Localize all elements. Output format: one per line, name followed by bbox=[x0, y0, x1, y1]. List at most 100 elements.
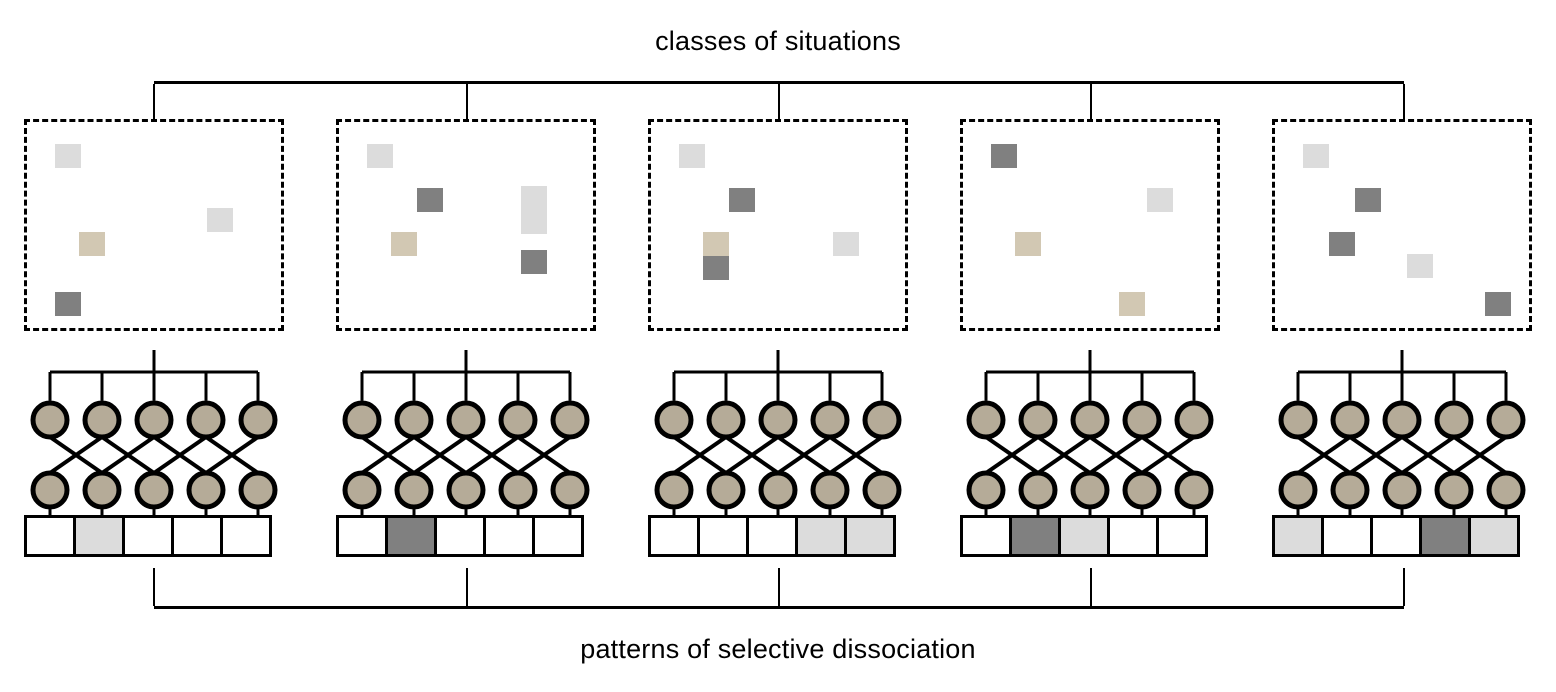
network-node-l2-5[interactable] bbox=[550, 470, 590, 510]
dissociation-pattern-cell[interactable] bbox=[220, 515, 272, 557]
dissociation-pattern-strip-3 bbox=[648, 515, 896, 557]
network-node-l1-3[interactable] bbox=[758, 400, 798, 440]
network-node-l1-1[interactable] bbox=[654, 400, 694, 440]
dissociation-pattern-cell[interactable] bbox=[1419, 515, 1471, 557]
network-node-l1-2[interactable] bbox=[706, 400, 746, 440]
dissociation-pattern-cell[interactable] bbox=[336, 515, 388, 557]
network-node-l1-1[interactable] bbox=[342, 400, 382, 440]
network-edge bbox=[1036, 435, 1092, 475]
dissociation-pattern-strip-1 bbox=[24, 515, 272, 557]
network-node-l2-2[interactable] bbox=[1330, 470, 1370, 510]
situation-panel-1 bbox=[24, 119, 284, 331]
situation-feature-square bbox=[1015, 232, 1041, 256]
dissociation-pattern-cell[interactable] bbox=[1156, 515, 1208, 557]
network-node-l1-4[interactable] bbox=[186, 400, 226, 440]
dissociation-pattern-cell[interactable] bbox=[1468, 515, 1520, 557]
network-node-l1-5[interactable] bbox=[550, 400, 590, 440]
network-node-l2-4[interactable] bbox=[1434, 470, 1474, 510]
dissociation-pattern-cell[interactable] bbox=[1107, 515, 1159, 557]
network-node-l1-3[interactable] bbox=[1382, 400, 1422, 440]
network-node-l1-3[interactable] bbox=[1070, 400, 1110, 440]
dissociation-pattern-cell[interactable] bbox=[434, 515, 486, 557]
dissociation-pattern-strip-4 bbox=[960, 515, 1208, 557]
network-node-l2-1[interactable] bbox=[654, 470, 694, 510]
network-node-l2-3[interactable] bbox=[1382, 470, 1422, 510]
network-node-l2-3[interactable] bbox=[134, 470, 174, 510]
dissociation-network-1 bbox=[30, 350, 278, 515]
dissociation-pattern-cell[interactable] bbox=[1009, 515, 1061, 557]
network-node-l2-2[interactable] bbox=[82, 470, 122, 510]
situation-feature-square bbox=[833, 232, 859, 256]
dissociation-pattern-cell[interactable] bbox=[1321, 515, 1373, 557]
network-node-l2-5[interactable] bbox=[862, 470, 902, 510]
patterns-of-selective-dissociation-bracket-bar bbox=[154, 606, 1404, 609]
network-node-l2-3[interactable] bbox=[1070, 470, 1110, 510]
network-node-l1-4[interactable] bbox=[1434, 400, 1474, 440]
network-node-l1-4[interactable] bbox=[810, 400, 850, 440]
network-node-l2-1[interactable] bbox=[342, 470, 382, 510]
dissociation-pattern-cell[interactable] bbox=[1058, 515, 1110, 557]
network-node-l1-2[interactable] bbox=[394, 400, 434, 440]
network-node-l2-2[interactable] bbox=[706, 470, 746, 510]
network-node-l2-5[interactable] bbox=[238, 470, 278, 510]
network-node-l1-5[interactable] bbox=[1174, 400, 1214, 440]
dissociation-pattern-cell[interactable] bbox=[960, 515, 1012, 557]
dissociation-pattern-cell[interactable] bbox=[1370, 515, 1422, 557]
patterns-of-selective-dissociation-bracket-tick-1 bbox=[153, 568, 155, 606]
network-edge bbox=[412, 435, 468, 475]
network-node-l2-4[interactable] bbox=[186, 470, 226, 510]
network-edge bbox=[204, 435, 260, 475]
dissociation-pattern-cell[interactable] bbox=[746, 515, 798, 557]
dissociation-pattern-cell[interactable] bbox=[697, 515, 749, 557]
network-node-l2-1[interactable] bbox=[1278, 470, 1318, 510]
dissociation-pattern-cell[interactable] bbox=[1272, 515, 1324, 557]
network-node-l1-1[interactable] bbox=[1278, 400, 1318, 440]
network-node-l2-4[interactable] bbox=[498, 470, 538, 510]
network-node-l2-1[interactable] bbox=[30, 470, 70, 510]
classes-of-situations-bracket-tick-3 bbox=[778, 84, 780, 122]
network-node-l1-3[interactable] bbox=[446, 400, 486, 440]
network-node-l2-2[interactable] bbox=[394, 470, 434, 510]
network-node-l2-5[interactable] bbox=[1174, 470, 1214, 510]
network-node-l1-1[interactable] bbox=[966, 400, 1006, 440]
network-edge bbox=[776, 435, 832, 475]
network-node-l1-4[interactable] bbox=[1122, 400, 1162, 440]
situation-feature-square bbox=[1303, 144, 1329, 168]
network-node-l2-4[interactable] bbox=[1122, 470, 1162, 510]
network-node-l2-5[interactable] bbox=[1486, 470, 1526, 510]
dissociation-pattern-cell[interactable] bbox=[122, 515, 174, 557]
network-node-l2-3[interactable] bbox=[446, 470, 486, 510]
classes-of-situations-bracket-tick-4 bbox=[1090, 84, 1092, 122]
page-title-classes-of-situations: classes of situations bbox=[655, 26, 901, 56]
network-group-4 bbox=[960, 350, 1220, 515]
network-edge bbox=[1140, 435, 1196, 475]
dissociation-pattern-cell[interactable] bbox=[73, 515, 125, 557]
dissociation-pattern-cell[interactable] bbox=[532, 515, 584, 557]
dissociation-pattern-cell[interactable] bbox=[483, 515, 535, 557]
classes-of-situations-bracket-tick-5 bbox=[1403, 84, 1405, 122]
dissociation-pattern-cell[interactable] bbox=[648, 515, 700, 557]
network-node-l1-4[interactable] bbox=[498, 400, 538, 440]
network-node-l1-5[interactable] bbox=[1486, 400, 1526, 440]
network-node-l1-2[interactable] bbox=[1330, 400, 1370, 440]
dissociation-pattern-cell[interactable] bbox=[795, 515, 847, 557]
situation-feature-square bbox=[1329, 232, 1355, 256]
dissociation-pattern-cell[interactable] bbox=[24, 515, 76, 557]
dissociation-pattern-cell[interactable] bbox=[171, 515, 223, 557]
network-node-l1-1[interactable] bbox=[30, 400, 70, 440]
network-edge bbox=[1452, 435, 1508, 475]
network-node-l2-1[interactable] bbox=[966, 470, 1006, 510]
dissociation-pattern-cell[interactable] bbox=[844, 515, 896, 557]
dissociation-network-4 bbox=[966, 350, 1214, 515]
network-node-l1-2[interactable] bbox=[82, 400, 122, 440]
network-node-l2-3[interactable] bbox=[758, 470, 798, 510]
network-node-l1-5[interactable] bbox=[862, 400, 902, 440]
dissociation-pattern-cell[interactable] bbox=[385, 515, 437, 557]
network-node-l1-5[interactable] bbox=[238, 400, 278, 440]
network-node-l2-4[interactable] bbox=[810, 470, 850, 510]
network-node-l1-3[interactable] bbox=[134, 400, 174, 440]
network-node-l2-2[interactable] bbox=[1018, 470, 1058, 510]
situation-feature-square bbox=[1147, 188, 1173, 212]
network-node-l1-2[interactable] bbox=[1018, 400, 1058, 440]
